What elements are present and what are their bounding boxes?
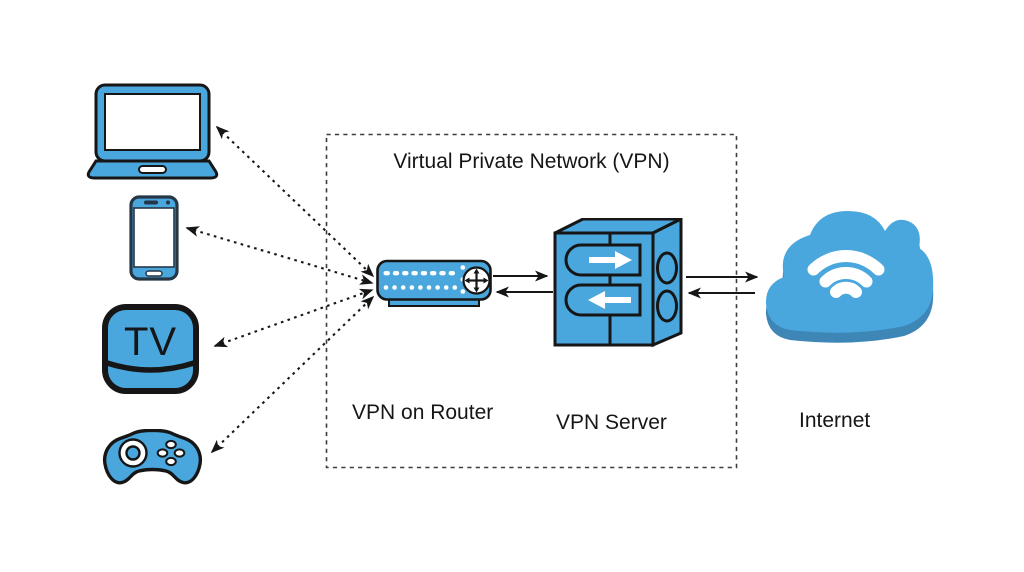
vpn-title: Virtual Private Network (VPN) (393, 150, 670, 173)
wifi-icon (807, 250, 885, 298)
wifi-router-icon (376, 259, 494, 309)
dotted-arrow-tvbox-router (213, 288, 374, 348)
smartphone-icon (129, 195, 179, 281)
tv-label: TV (124, 320, 177, 364)
four-way-arrow-icon (464, 268, 489, 293)
dotted-arrow-laptop-router (215, 125, 375, 278)
dotted-arrow-smartphone-router (185, 226, 374, 285)
vpn-server-icon (551, 218, 685, 348)
server-label: VPN Server (556, 411, 667, 434)
laptop-icon (85, 83, 220, 181)
cloud-icon (758, 196, 940, 354)
tunnel-arrows (588, 251, 632, 309)
tv-box-icon: TV (101, 303, 200, 395)
internet-label: Internet (799, 409, 871, 432)
dotted-arrow-controller-router (210, 295, 375, 454)
game-controller-icon (102, 429, 203, 487)
router-label: VPN on Router (352, 401, 494, 424)
